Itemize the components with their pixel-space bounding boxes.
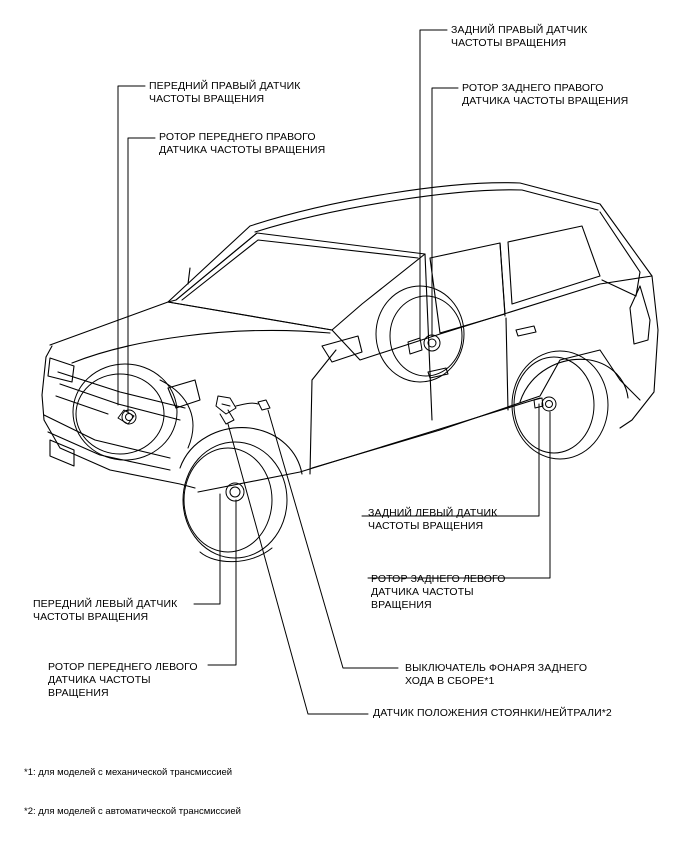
label-rear-left-sensor-rotor: РОТОР ЗАДНЕГО ЛЕВОГО ДАТЧИКА ЧАСТОТЫ ВРА… bbox=[371, 573, 506, 611]
footnote-1: *1: для моделей с механической трансмисс… bbox=[24, 767, 233, 778]
rear-right-wheel bbox=[375, 285, 465, 383]
label-front-left-sensor-rotor: РОТОР ПЕРЕДНЕГО ЛЕВОГО ДАТЧИКА ЧАСТОТЫ В… bbox=[48, 661, 198, 699]
label-front-left-speed-sensor: ПЕРЕДНИЙ ЛЕВЫЙ ДАТЧИК ЧАСТОТЫ ВРАЩЕНИЯ bbox=[33, 598, 178, 623]
label-front-right-sensor-rotor: РОТОР ПЕРЕДНЕГО ПРАВОГО ДАТЧИКА ЧАСТОТЫ … bbox=[159, 131, 326, 156]
transmission-switch-assembly bbox=[117, 395, 271, 425]
label-rear-right-speed-sensor: ЗАДНИЙ ПРАВЫЙ ДАТЧИК ЧАСТОТЫ ВРАЩЕНИЯ bbox=[451, 24, 588, 49]
leader-lines bbox=[117, 29, 551, 715]
vehicle-body bbox=[41, 182, 659, 493]
rear-left-wheel bbox=[511, 350, 609, 460]
label-park-neutral-position-sensor: ДАТЧИК ПОЛОЖЕНИЯ СТОЯНКИ/НЕЙТРАЛИ*2 bbox=[373, 707, 612, 719]
label-rear-left-speed-sensor: ЗАДНИЙ ЛЕВЫЙ ДАТЧИК ЧАСТОТЫ ВРАЩЕНИЯ bbox=[368, 507, 498, 532]
label-rear-right-sensor-rotor: РОТОР ЗАДНЕГО ПРАВОГО ДАТЧИКА ЧАСТОТЫ ВР… bbox=[462, 82, 629, 107]
front-left-wheel bbox=[182, 441, 288, 563]
front-right-wheel bbox=[72, 363, 194, 461]
footnote-2: *2: для моделей с автоматической трансми… bbox=[24, 806, 241, 817]
label-backup-lamp-switch: ВЫКЛЮЧАТЕЛЬ ФОНАРЯ ЗАДНЕГО ХОДА В СБОРЕ*… bbox=[405, 662, 588, 687]
label-front-right-speed-sensor: ПЕРЕДНИЙ ПРАВЫЙ ДАТЧИК ЧАСТОТЫ ВРАЩЕНИЯ bbox=[149, 80, 301, 105]
